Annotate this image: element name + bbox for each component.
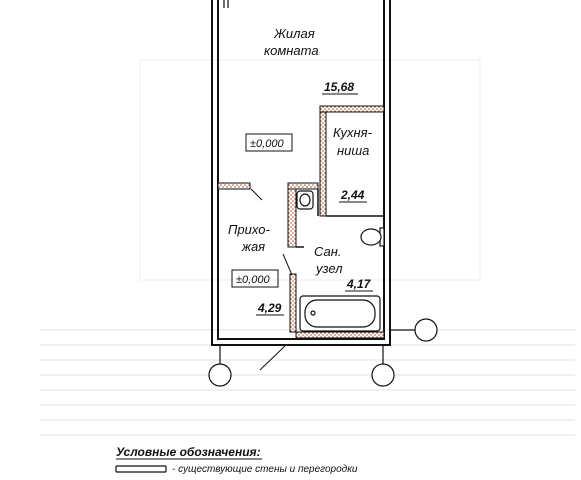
axis-marker-right <box>371 363 395 387</box>
living-room-name-line1: Жилая <box>273 26 315 41</box>
hallway-area: 4,29 <box>257 301 282 315</box>
bathroom-name-line1: Сан. <box>314 244 342 259</box>
axis-marker-left <box>208 363 232 387</box>
background-notes <box>40 59 575 436</box>
hallway-door <box>250 188 263 201</box>
bathroom-area: 4,17 <box>346 277 372 291</box>
kitchen-name-line2: ниша <box>337 143 369 158</box>
kitchen-area: 2,44 <box>340 188 365 202</box>
bathroom-door <box>282 253 293 276</box>
sink-icon <box>296 190 314 210</box>
hallway-name-line1: Прихо- <box>228 222 270 237</box>
bathroom-partition-top <box>287 182 319 190</box>
hallway-name-line2: жая <box>241 239 265 254</box>
axis-markers <box>208 318 438 387</box>
kitchen-name-line1: Кухня- <box>333 125 373 140</box>
level-boxes <box>231 133 293 288</box>
bathroom-partition-bottom <box>295 331 385 339</box>
legend-wall-swatch <box>115 465 167 473</box>
bathroom-partition-lower <box>289 273 297 333</box>
entrance-door <box>259 344 287 371</box>
legend-title: Условные обозначения: <box>116 445 261 459</box>
inner-walls <box>296 189 384 248</box>
legend-existing-walls: - существующие стены и перегородки <box>172 464 358 475</box>
kitchen-partition-left <box>319 111 327 217</box>
hallway-partition-stub <box>217 182 251 190</box>
window-top <box>223 0 229 8</box>
living-room-name-line2: комната <box>264 43 319 58</box>
living-room-area: 15,68 <box>324 80 354 94</box>
outer-walls <box>211 0 391 346</box>
hallway-level: ±0,000 <box>236 274 270 286</box>
bathtub-icon <box>299 295 381 332</box>
toilet-icon <box>360 227 385 247</box>
bathroom-partition-left <box>287 188 297 248</box>
bathroom-name-line2: узел <box>315 261 343 276</box>
doors <box>250 188 293 371</box>
partitions <box>217 105 385 339</box>
kitchen-partition-top <box>319 105 385 113</box>
axis-marker-side <box>414 318 438 342</box>
living-room-level: ±0,000 <box>250 138 284 150</box>
